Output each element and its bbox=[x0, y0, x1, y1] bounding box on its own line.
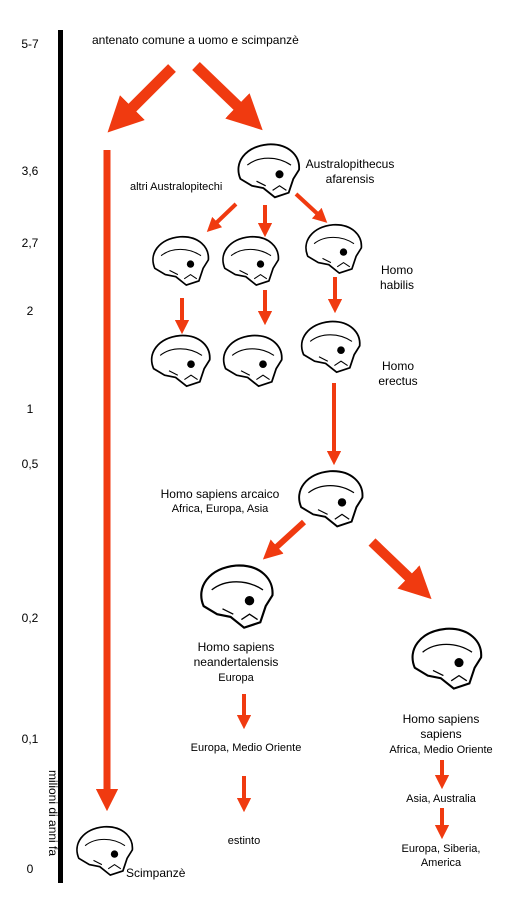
label-erectus-1: Homo bbox=[381, 359, 415, 373]
label-altri-australopitechi: altri Australopitechi bbox=[130, 181, 223, 193]
arrow-arcaico-to-neandertal bbox=[262, 519, 307, 560]
label-sapiens-6: America bbox=[420, 857, 462, 869]
tick-0: 0 bbox=[26, 862, 34, 876]
label-sapiens-5: Europa, Siberia, bbox=[401, 843, 481, 855]
label-sapiens-4: Asia, Australia bbox=[406, 793, 476, 805]
label-neandertal-3: Europa bbox=[218, 672, 254, 684]
label-arcaico-1: Homo sapiens arcaico bbox=[160, 487, 280, 501]
skull-altri-australopitechi bbox=[152, 235, 210, 286]
label-habilis-2: habilis bbox=[379, 278, 415, 292]
arrow-ancestor-to-chimp-branch bbox=[107, 64, 176, 133]
arrow-afarensis-to-habilis bbox=[294, 192, 328, 223]
tick-1: 1 bbox=[26, 402, 34, 416]
time-axis-line bbox=[58, 30, 63, 883]
label-arcaico-2: Africa, Europa, Asia bbox=[171, 503, 269, 515]
label-habilis-1: Homo bbox=[380, 263, 414, 277]
skull-erectus bbox=[300, 320, 361, 374]
tick-0-1: 0,1 bbox=[21, 732, 39, 746]
tick-5-7: 5-7 bbox=[21, 37, 39, 51]
tick-0-2: 0,2 bbox=[21, 611, 39, 625]
skull-habilis bbox=[305, 223, 363, 274]
label-afarensis-2: afarensis bbox=[325, 172, 375, 186]
label-neandertal-1: Homo sapiens bbox=[197, 640, 275, 654]
arrow-arcaico-to-sapiens bbox=[368, 538, 432, 600]
label-afarensis-1: Australopithecus bbox=[305, 157, 395, 171]
skull-neandertal bbox=[200, 564, 274, 629]
label-sapiens-1: Homo sapiens bbox=[402, 712, 480, 726]
arrow-ancestor-to-afarensis bbox=[192, 62, 263, 131]
label-neandertal-2: neandertalensis bbox=[193, 655, 279, 669]
label-common-ancestor: antenato comune a uomo e scimpanzè bbox=[92, 33, 299, 47]
skull-sapiens bbox=[411, 627, 483, 690]
arrow-afarensis-to-altri bbox=[206, 202, 238, 232]
tick-3-6: 3,6 bbox=[21, 164, 39, 178]
skull-australopithecus-center bbox=[222, 235, 280, 286]
label-erectus-2: erectus bbox=[378, 374, 418, 388]
tick-2-7: 2,7 bbox=[21, 236, 39, 250]
label-sapiens-2: sapiens bbox=[420, 727, 462, 741]
skull-arcaico bbox=[298, 470, 364, 528]
skull-robustus-center bbox=[222, 334, 283, 388]
label-neandertal-4: Europa, Medio Oriente bbox=[190, 742, 302, 754]
tick-0-5: 0,5 bbox=[21, 457, 39, 471]
skull-afarensis bbox=[237, 143, 301, 199]
label-neandertal-5: estinto bbox=[227, 835, 261, 847]
label-chimpanzee: Scimpanzè bbox=[126, 866, 186, 880]
skull-robustus-left bbox=[150, 334, 211, 388]
label-sapiens-3: Africa, Medio Oriente bbox=[389, 744, 493, 756]
skull-chimpanzee bbox=[76, 825, 134, 876]
tick-2: 2 bbox=[26, 304, 34, 318]
